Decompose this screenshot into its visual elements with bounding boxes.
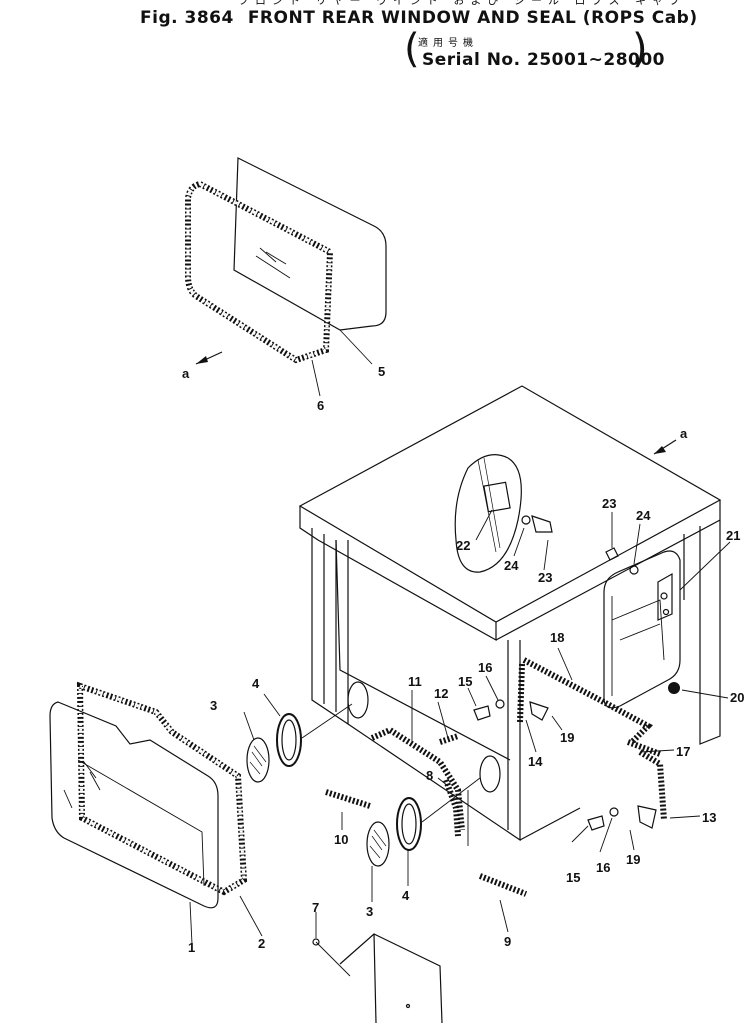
trim-part-12 — [439, 733, 459, 745]
callout-5: 5 — [378, 364, 385, 379]
trim-part-18 — [522, 657, 653, 745]
callout-3-lower: 3 — [366, 904, 373, 919]
seal-part-4-lower — [396, 797, 422, 851]
callout-20: 20 — [730, 690, 744, 705]
callout-2: 2 — [258, 936, 265, 951]
trim-part-10 — [325, 789, 371, 809]
callout-19-bottom: 19 — [626, 852, 640, 867]
callout-21: 21 — [726, 528, 740, 543]
knob-part-20 — [668, 682, 680, 694]
callout-23-right: 23 — [602, 496, 616, 511]
callout-a-right: a — [680, 426, 688, 441]
front-glass-part-1 — [49, 701, 219, 909]
rear-seal-part-6 — [185, 180, 334, 364]
callout-24-right: 24 — [636, 508, 651, 523]
trim-part-14 — [517, 663, 525, 723]
callout-15-top: 15 — [458, 674, 472, 689]
front-window-assembly — [49, 681, 248, 909]
callout-4-lower: 4 — [402, 888, 410, 903]
seal-part-4-upper — [276, 713, 302, 767]
callout-6: 6 — [317, 398, 324, 413]
small-glass-part-3-upper — [246, 737, 270, 783]
rear-glass-part-5 — [233, 157, 387, 331]
detail-inset — [454, 454, 522, 573]
callout-24-left: 24 — [504, 558, 519, 573]
cab-body — [298, 385, 722, 842]
callout-17: 17 — [676, 744, 690, 759]
callout-22: 22 — [456, 538, 470, 553]
callout-14: 14 — [528, 754, 543, 769]
callout-12: 12 — [434, 686, 448, 701]
front-seal-part-2 — [76, 681, 248, 896]
callout-a-top: a — [182, 366, 190, 381]
callout-9: 9 — [504, 934, 511, 949]
callout-18: 18 — [550, 630, 564, 645]
small-glass-part-3-lower — [366, 821, 390, 867]
callout-10: 10 — [334, 832, 348, 847]
rear-glass-reflection — [255, 247, 291, 279]
trim-part-17 — [626, 739, 662, 757]
figure-caption: FRONT REAR WINDOW AND SEAL (ROPS Cab) — [247, 8, 698, 28]
serial-number: Serial No. 25001~28000 — [422, 50, 666, 70]
callout-23-left: 23 — [538, 570, 552, 585]
callout-15-bottom: 15 — [566, 870, 580, 885]
callout-19-top: 19 — [560, 730, 574, 745]
serial-japanese: 適用号機 — [418, 38, 478, 49]
japanese-title: フロント リヤー ウインド および シール ロプス キャブ — [238, 0, 686, 7]
callout-8: 8 — [426, 768, 433, 783]
callout-labels: a 5 6 a 22 24 23 23 24 21 20 18 16 15 12… — [182, 364, 744, 955]
trim-part-9 — [478, 873, 528, 897]
leader-lines — [189, 509, 731, 945]
trim-part-13 — [638, 749, 667, 821]
cab-rear-opening — [603, 550, 681, 709]
trim-part-11 — [370, 726, 465, 831]
callout-13: 13 — [702, 810, 716, 825]
callout-1: 1 — [188, 940, 195, 955]
callout-3-upper: 3 — [210, 698, 217, 713]
close-paren: ) — [632, 26, 648, 72]
trim-strips — [312, 657, 667, 1023]
callout-16-bottom: 16 — [596, 860, 610, 875]
figure-title: Fig. 3864 FRONT REAR WINDOW AND SEAL (ROP… — [140, 8, 698, 28]
open-paren: ( — [404, 26, 420, 72]
trim-part-8 — [443, 778, 461, 837]
callout-7: 7 — [312, 900, 319, 915]
callout-11: 11 — [408, 674, 422, 689]
rear-window-assembly — [185, 157, 387, 397]
callout-16-top: 16 — [478, 660, 492, 675]
figure-number: Fig. 3864 — [140, 8, 234, 28]
callout-4-upper: 4 — [252, 676, 260, 691]
